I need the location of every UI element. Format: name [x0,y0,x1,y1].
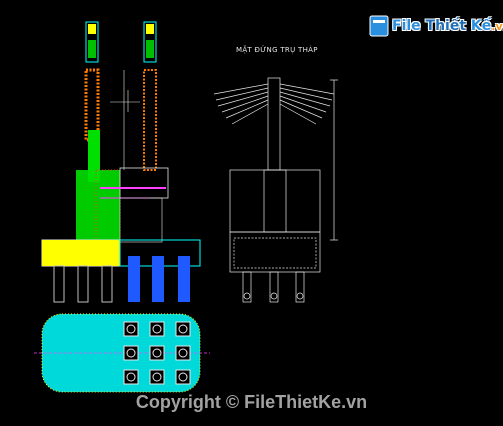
right-tower-elevation [213,77,338,303]
pile-cap-plan [34,313,210,393]
logo-word-file: File [392,18,421,34]
left-tower-section [41,21,201,303]
logo-word-thiet: Thiết [425,18,467,34]
folder-logo-icon [369,15,389,37]
logo-tld: .vn [491,20,503,33]
site-logo[interactable]: File Thiết Kế.vn [392,18,503,34]
copyright-watermark: Copyright © FileThietKe.vn [135,392,368,412]
drawing-title: MẶT ĐỨNG TRỤ THÁP [236,46,318,54]
logo-word-ke: Kế [470,18,492,34]
